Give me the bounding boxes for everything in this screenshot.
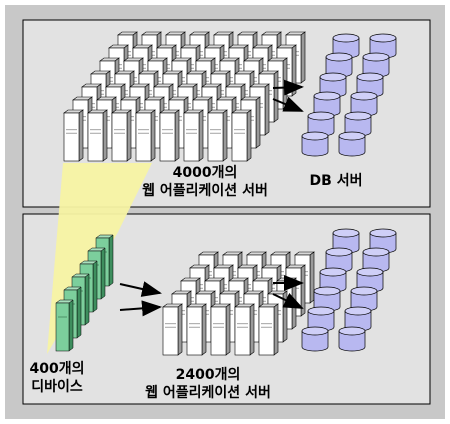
database-cylinder-icon [325, 247, 353, 273]
database-cylinder-icon [307, 306, 335, 332]
database-cylinder-icon [338, 131, 366, 157]
top-server-farm [63, 31, 306, 162]
arrow-icon [119, 300, 162, 317]
device-stack [55, 234, 114, 352]
database-cylinder-icon [313, 91, 341, 117]
server-icon [162, 303, 183, 356]
server-icon [207, 109, 228, 162]
server-icon [231, 109, 252, 162]
bottom-app-servers-label: 2400개의 웹 어플리케이션 서버 [145, 367, 271, 401]
top-db-servers [301, 33, 397, 157]
database-cylinder-icon [301, 326, 329, 352]
server-icon [135, 109, 156, 162]
top-db-label: DB 서버 [309, 173, 363, 189]
database-cylinder-icon [344, 306, 372, 332]
top-app-servers-label: 4000개의 웹 어플리케이션 서버 [142, 165, 268, 199]
server-icon [87, 109, 108, 162]
server-icon [63, 109, 84, 162]
database-cylinder-icon [350, 91, 378, 117]
server-icon [111, 109, 132, 162]
server-icon [234, 303, 255, 356]
database-cylinder-icon [338, 326, 366, 352]
server-icon [210, 303, 231, 356]
bottom-server-farm [162, 251, 315, 356]
server-icon [258, 303, 279, 356]
server-icon [159, 109, 180, 162]
bottom-db-servers [301, 228, 397, 352]
database-cylinder-icon [301, 131, 329, 157]
devices-label: 400개의 디바이스 [29, 361, 85, 395]
arrow-icon [119, 281, 162, 297]
arrow-icon [272, 79, 304, 96]
server-icon [186, 303, 207, 356]
arrow-icon [272, 96, 304, 112]
server-icon [183, 109, 204, 162]
device-icon [55, 299, 74, 352]
arrow-icon [272, 292, 304, 309]
